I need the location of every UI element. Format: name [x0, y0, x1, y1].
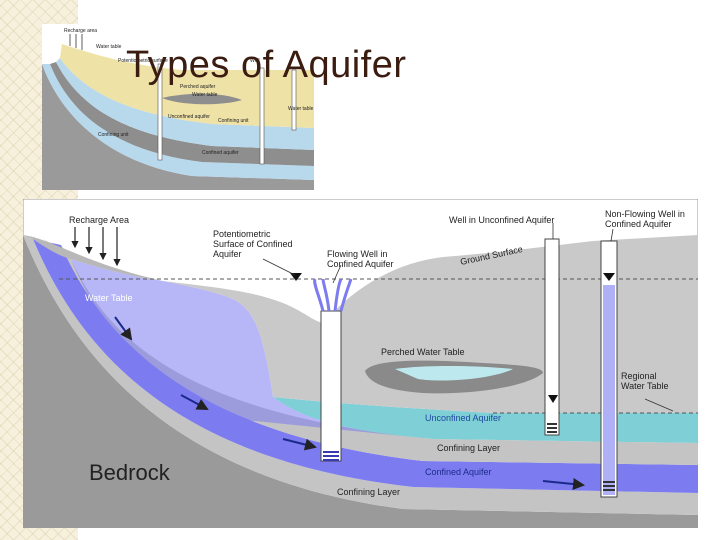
thumb-label-confining-unit: Confining unit	[218, 118, 249, 124]
thumb-unconfined-aquifer	[56, 58, 314, 150]
thumb-well-1	[157, 63, 163, 161]
thumb-label-confined: Confined aquifer	[202, 150, 239, 156]
label-unconfined-aquifer: Unconfined Aquifer	[425, 413, 501, 423]
label-flowing-well-1: Flowing Well in	[327, 249, 387, 259]
thumb-label-unconfined: Unconfined aquifer	[168, 114, 210, 120]
label-regional-1: Regional	[621, 371, 657, 381]
label-regional-2: Water Table	[621, 381, 669, 391]
unconfined-aquifer-layer	[273, 397, 698, 443]
aquifer-thumbnail-illustration: Recharge area Water table Potentiometric…	[42, 24, 314, 190]
non-flowing-well-water	[603, 285, 615, 495]
aquifer-cross-section-diagram: Recharge Area Potentiometric Surface of …	[22, 198, 699, 529]
slide-title: Types of Aquifer	[126, 44, 407, 86]
bedrock-layer	[23, 235, 698, 528]
thumb-well-2	[259, 67, 265, 165]
flowing-well	[320, 310, 342, 462]
label-potentiometric-3: Aquifer	[213, 249, 242, 259]
thumb-label-water-table-3: Water table	[288, 106, 314, 112]
flowing-water-icon	[313, 278, 353, 312]
thumb-confined-aquifer	[42, 64, 314, 180]
thumb-label-well: Well	[250, 58, 260, 64]
label-confining-layer-bottom: Confining Layer	[337, 487, 400, 497]
label-confined-aquifer: Confined Aquifer	[425, 467, 492, 477]
thumb-confining-unit	[50, 62, 314, 166]
non-flowing-well-screen	[603, 481, 615, 491]
thumb-perched-lens	[162, 93, 242, 105]
thumb-label-water-table-2: Water table	[192, 92, 218, 98]
label-well-unconfined: Well in Unconfined Aquifer	[449, 215, 554, 225]
water-table-zone	[71, 259, 433, 439]
thumb-label-recharge: Recharge area	[64, 28, 97, 34]
recharge-arrows	[71, 227, 121, 267]
thumb-well-3	[291, 69, 297, 131]
confined-aquifer-layer	[33, 239, 698, 493]
left-upland	[23, 235, 163, 281]
water-level-marker-2	[603, 273, 615, 281]
label-confining-layer-top: Confining Layer	[437, 443, 500, 453]
unconfined-well-screen	[547, 423, 557, 433]
unconfined-well	[544, 238, 560, 436]
perched-water	[395, 366, 513, 381]
label-recharge-area: Recharge Area	[69, 215, 129, 225]
thumb-bedrock	[42, 64, 314, 190]
water-level-marker-1	[290, 273, 302, 281]
thumbnail-svg: Recharge area Water table Potentiometric…	[42, 24, 314, 190]
thumb-label-perched: Perched aquifer	[180, 84, 216, 90]
diagram-svg: Recharge Area Potentiometric Surface of …	[22, 198, 699, 529]
label-non-flowing-2: Confined Aquifer	[605, 219, 672, 229]
label-potentiometric-1: Potentiometric	[213, 229, 271, 239]
thumb-recharge-arrows	[69, 34, 83, 50]
upper-confining-layer	[61, 245, 698, 465]
flow-arrows	[114, 316, 585, 490]
label-pointer-lines	[262, 223, 674, 412]
label-flowing-well-2: Confined Aquifer	[327, 259, 394, 269]
water-level-marker-3	[548, 395, 558, 403]
thumb-label-confining-unit-2: Confining unit	[98, 132, 129, 138]
label-perched-water-table: Perched Water Table	[381, 347, 465, 357]
thumb-unsaturated-zone	[60, 44, 314, 128]
thumb-label-water-table: Water table	[96, 44, 122, 50]
label-water-table: Water Table	[85, 293, 133, 303]
thumb-label-potentiometric: Potentiometric surface	[118, 58, 168, 64]
label-potentiometric-2: Surface of Confined	[213, 239, 293, 249]
label-non-flowing-1: Non-Flowing Well in	[605, 209, 685, 219]
flowing-well-screen	[323, 451, 339, 461]
label-bedrock: Bedrock	[89, 460, 171, 485]
